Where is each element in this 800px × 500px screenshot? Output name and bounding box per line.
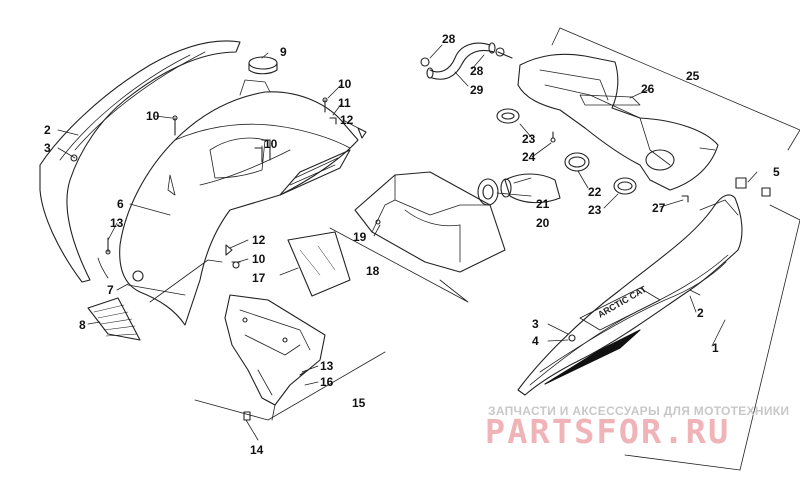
callout-19: 19 (353, 230, 367, 244)
callout-8: 8 (79, 318, 86, 332)
callout-29: 29 (470, 83, 484, 97)
lower-bracket-part (224, 294, 326, 421)
callout-28: 28 (442, 32, 456, 46)
callout-11: 11 (338, 96, 351, 110)
group-bracket-lines (149, 27, 800, 471)
callout-6: 6 (117, 197, 124, 211)
callout-21: 21 (536, 197, 550, 211)
callout-1: 1 (712, 341, 719, 355)
windshield-part (287, 231, 351, 297)
side-panel-decal: ARCTIC CAT (596, 284, 648, 320)
callout-10: 10 (338, 77, 352, 91)
watermark-logo: PARTSFOR.RU (484, 412, 731, 451)
callout-23: 23 (522, 132, 536, 146)
callout-10: 10 (252, 252, 266, 266)
grille-panel-part (87, 297, 141, 341)
callout-3: 3 (532, 317, 539, 331)
callout-16: 16 (320, 375, 334, 389)
callout-12: 12 (252, 233, 266, 247)
front-hood-part (119, 79, 359, 326)
callout-4: 4 (532, 334, 539, 348)
leader-lines (57, 44, 758, 441)
left-side-trim-part (39, 40, 241, 283)
callout-5: 5 (773, 165, 780, 179)
callout-2: 2 (44, 123, 51, 137)
callout-13: 13 (110, 216, 124, 230)
callout-14: 14 (250, 443, 264, 457)
callout-3: 3 (44, 141, 51, 155)
callout-27: 27 (652, 201, 666, 215)
callout-12: 12 (340, 113, 354, 127)
callout-28: 28 (470, 64, 484, 78)
callout-7: 7 (107, 283, 114, 297)
callout-24: 24 (522, 150, 536, 164)
filler-cap-part (248, 56, 278, 75)
storage-tray-part (354, 171, 506, 273)
callout-9: 9 (280, 45, 287, 59)
callout-18: 18 (366, 264, 380, 278)
callout-23: 23 (588, 203, 602, 217)
callout-26: 26 (641, 82, 655, 96)
callout-17: 17 (252, 271, 266, 285)
callout-22: 22 (588, 185, 602, 199)
callout-25: 25 (686, 69, 700, 83)
air-box-part (420, 40, 719, 191)
watermark-tagline: ЗАПЧАСТИ И АКСЕССУАРЫ ДЛЯ МОТОТЕХНИКИ (488, 404, 790, 418)
callout-10: 10 (264, 137, 278, 151)
callout-20: 20 (536, 216, 550, 230)
callout-10: 10 (146, 109, 160, 123)
callout-13: 13 (320, 359, 334, 373)
right-side-panel-part (517, 194, 743, 396)
callout-2: 2 (697, 306, 704, 320)
callout-15: 15 (352, 396, 366, 410)
intake-boot-parts (477, 108, 637, 206)
